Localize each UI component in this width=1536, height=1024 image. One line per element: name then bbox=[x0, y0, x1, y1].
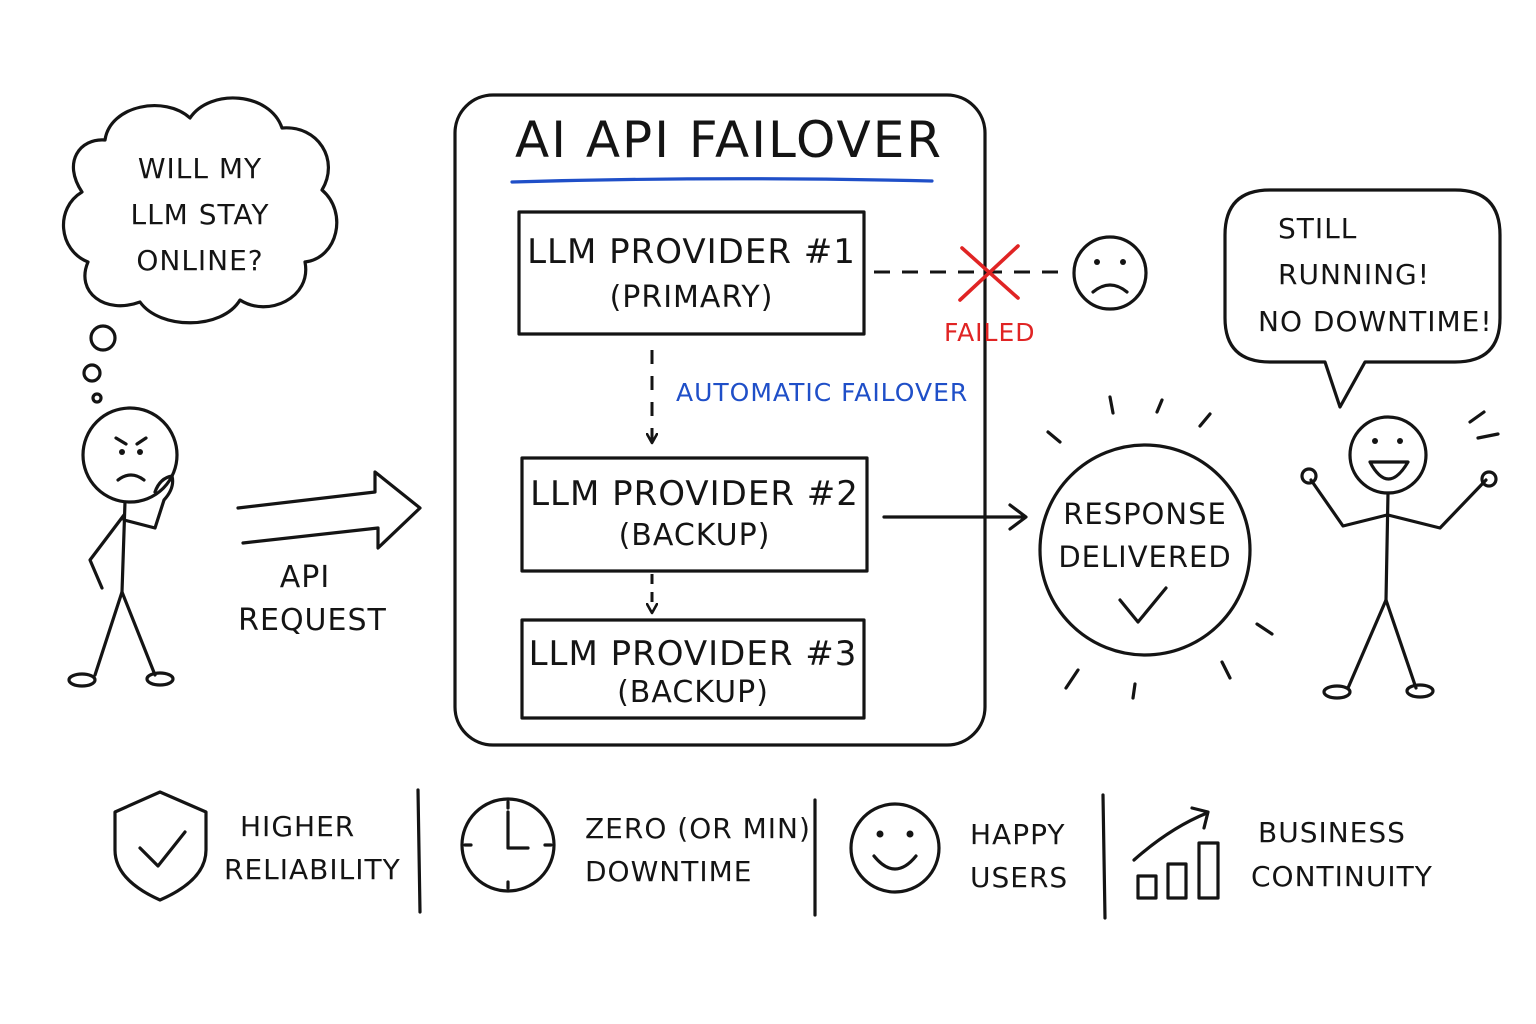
diagram-title: AI API Failover bbox=[515, 111, 944, 169]
provider-1-box bbox=[517, 210, 866, 336]
thought-line-3: online? bbox=[136, 244, 264, 277]
benefit-users-line-1: Happy bbox=[970, 818, 1066, 851]
benefit-continuity-line-2: Continuity bbox=[1251, 860, 1433, 893]
growth-chart-icon bbox=[1132, 806, 1220, 900]
benefit-continuity-line-1: Business bbox=[1258, 816, 1406, 849]
response-circle bbox=[1038, 443, 1252, 657]
worried-stick-figure bbox=[67, 406, 179, 688]
provider-3-role: (Backup) bbox=[617, 675, 769, 710]
provider-2-to-response-arrow bbox=[882, 503, 1028, 531]
api-request-label-line-2: Request bbox=[238, 603, 387, 638]
response-line-2: Delivered bbox=[1058, 540, 1232, 574]
benefit-reliability-line-1: Higher bbox=[240, 810, 356, 843]
thought-cloud bbox=[61, 96, 339, 325]
speech-line-2: Running! bbox=[1278, 258, 1430, 291]
benefit-downtime-line-1: Zero (or min) bbox=[585, 812, 811, 845]
provider-1-name: LLM Provider #1 bbox=[527, 232, 856, 272]
speech-line-1: Still bbox=[1278, 212, 1358, 245]
benefit-reliability-line-2: Reliability bbox=[224, 853, 401, 886]
provider-2-box bbox=[520, 456, 869, 573]
shield-check-icon bbox=[113, 790, 208, 902]
title-underline bbox=[510, 177, 934, 184]
failover-panel bbox=[453, 93, 987, 747]
provider-1-role: (Primary) bbox=[609, 280, 774, 315]
provider-3-box bbox=[520, 618, 866, 720]
api-request-label-line-1: API bbox=[279, 560, 331, 595]
benefit-divider-3 bbox=[1101, 793, 1107, 920]
failed-label: Failed bbox=[944, 318, 1036, 347]
thought-dot-large bbox=[89, 324, 117, 352]
speech-line-3: No Downtime! bbox=[1258, 305, 1493, 338]
checkmark-icon bbox=[1118, 586, 1168, 624]
response-burst-lines bbox=[1046, 395, 1274, 700]
speech-bubble bbox=[1223, 188, 1502, 409]
thought-line-1: Will my bbox=[137, 152, 263, 185]
response-line-1: Response bbox=[1063, 497, 1227, 531]
provider-2-role: (Backup) bbox=[618, 518, 771, 553]
smiley-icon bbox=[849, 802, 941, 894]
failure-x-icon bbox=[958, 244, 1020, 302]
thought-dot-small bbox=[91, 392, 103, 404]
api-request-arrow bbox=[236, 470, 422, 550]
thought-dot-medium bbox=[82, 363, 102, 383]
provider-3-name: LLM Provider #3 bbox=[528, 634, 858, 674]
clock-icon bbox=[460, 797, 556, 893]
thought-line-2: LLM stay bbox=[130, 198, 270, 231]
provider-2-name: LLM Provider #2 bbox=[530, 474, 859, 514]
benefit-divider-1 bbox=[416, 788, 422, 914]
benefit-users-line-2: Users bbox=[970, 861, 1069, 894]
sad-face-icon bbox=[1072, 235, 1148, 311]
benefit-downtime-line-2: Downtime bbox=[585, 855, 753, 888]
automatic-failover-label: Automatic Failover bbox=[676, 378, 969, 407]
happy-stick-figure bbox=[1300, 410, 1500, 700]
